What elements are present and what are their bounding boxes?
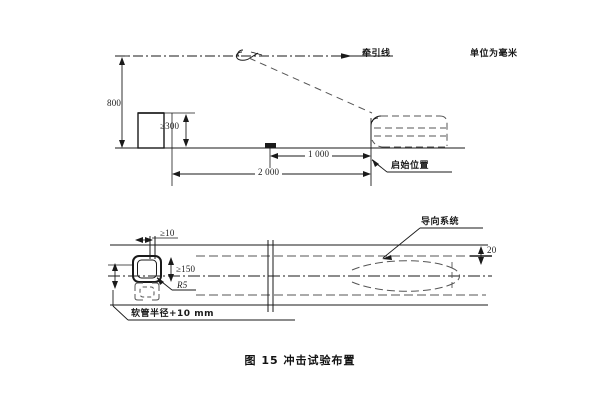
start-position-arrow-icon: [372, 159, 379, 167]
dim-300-label: ≥300: [160, 121, 180, 131]
dim-20-label: 20: [487, 245, 497, 255]
square-profile-inner: [137, 259, 157, 279]
units-note: 单位为毫米: [470, 49, 518, 59]
figure-caption: 图 15 冲击试验布置: [244, 354, 356, 367]
radius-arrow-icon: [157, 277, 164, 285]
start-position-label: 启始位置: [391, 161, 430, 171]
guide-system-arrow-icon: [382, 255, 392, 260]
radius-label: R5: [177, 280, 188, 290]
dim-2000-label: 2 000: [255, 168, 283, 177]
ground-marker-block: [265, 143, 276, 148]
traction-line-label: 牵引线: [362, 49, 391, 59]
hose-radius-note: 软管半径+10 mm: [131, 309, 214, 319]
dim-10-label: ≥10: [160, 228, 175, 238]
guide-system-label: 导向系统: [421, 217, 460, 227]
dim-1000-label: 1 000: [305, 150, 333, 159]
guide-system-leader: [382, 227, 421, 259]
square-profile-outer: [132, 255, 162, 283]
traction-arrow-icon: [341, 53, 352, 59]
hose-note-leader: [112, 305, 129, 321]
phantom-profile: [134, 282, 160, 301]
hook-tail-line: [250, 51, 263, 56]
dim-150-label: ≥150: [176, 264, 196, 274]
hook-inner-icon: [237, 49, 244, 57]
traction-cable-dashed: [248, 57, 373, 114]
guided-head-shape: [351, 260, 460, 292]
impact-trolley: [370, 115, 448, 148]
lower-view-group: [108, 227, 492, 321]
hook-icon: [235, 51, 259, 61]
dim-800-label: 800: [107, 98, 122, 108]
